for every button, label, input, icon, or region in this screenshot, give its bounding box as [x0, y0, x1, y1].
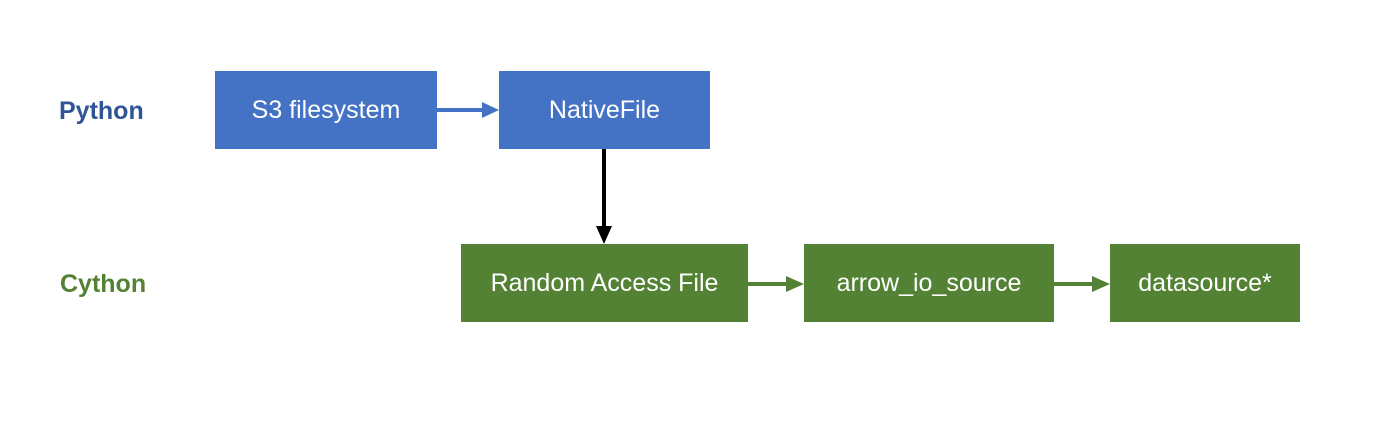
- arrowhead-nativefile-to-randomaccessfile: [596, 226, 612, 244]
- arrowhead-arrowiosource-to-datasource: [1092, 276, 1110, 292]
- python-layer-label: Python: [59, 97, 144, 125]
- arrowhead-s3-to-nativefile: [482, 102, 499, 118]
- node-datasource-label: datasource*: [1138, 268, 1272, 297]
- arrowhead-randomaccessfile-to-arrowiosource: [786, 276, 804, 292]
- node-s3-filesystem: S3 filesystem: [215, 71, 437, 149]
- node-nativefile-label: NativeFile: [548, 95, 661, 124]
- node-s3-filesystem-label: S3 filesystem: [251, 95, 401, 124]
- node-arrow-io-source: arrow_io_source: [804, 244, 1054, 322]
- node-random-access-file-label: Random Access File: [490, 268, 719, 297]
- node-datasource: datasource*: [1110, 244, 1300, 322]
- node-nativefile: NativeFile: [499, 71, 710, 149]
- node-arrow-io-source-label: arrow_io_source: [836, 268, 1022, 297]
- cython-layer-label: Cython: [60, 270, 147, 298]
- node-random-access-file: Random Access File: [461, 244, 748, 322]
